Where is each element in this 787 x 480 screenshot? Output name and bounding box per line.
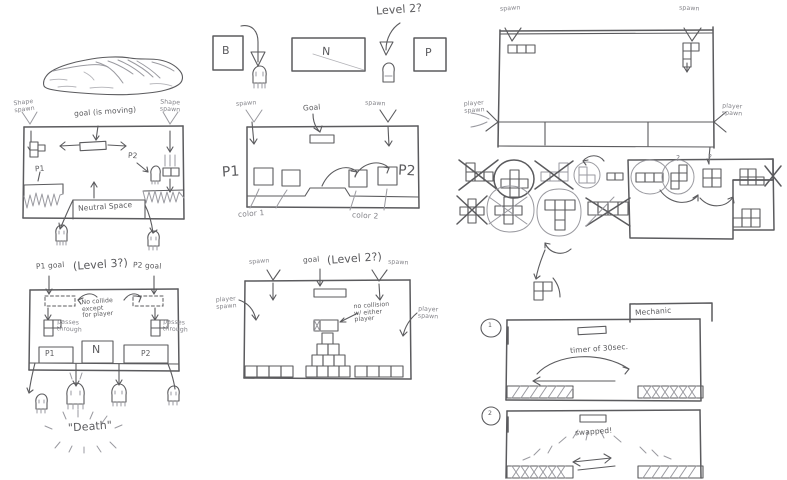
block-types-row [212, 22, 447, 89]
label-box-n: N [321, 44, 331, 59]
label-goal-colors: Goal [302, 102, 321, 113]
rock-terrain-doodle [43, 56, 183, 96]
label-shape-question-2: ? [708, 153, 713, 162]
label-p2-overview: P2 [127, 150, 138, 161]
label-zone-n: N [92, 343, 101, 356]
label-spawn-right-colors: spawn [364, 99, 386, 108]
level3-panel [26, 275, 180, 454]
label-death: "Death" [67, 418, 113, 435]
label-spawn-right-l2: spawn [387, 258, 409, 267]
label-zone-p1: P1 [45, 349, 55, 358]
label-goal-l2: goal [302, 254, 320, 265]
label-shape-question-1: ? [676, 154, 681, 163]
shape-study-panel [456, 155, 782, 254]
label-p2-goal: P2 goal [132, 260, 162, 271]
mechanic-panel [480, 249, 713, 479]
label-zone-p2: P2 [141, 349, 151, 358]
label-p1-colors: P1 [221, 163, 241, 181]
label-color-1: color 1 [237, 208, 265, 219]
label-mechanic-step-2: 2 [488, 410, 493, 417]
colors-level-panel [245, 109, 420, 211]
label-color-2: color 2 [351, 210, 379, 221]
label-p1-overview: P1 [34, 163, 45, 174]
level-overview-panel [21, 111, 185, 251]
label-box-p: P [425, 46, 432, 59]
label-spawn-right-arena: spawn [678, 4, 700, 13]
label-mechanic-step-1: 1 [488, 322, 493, 329]
label-p2-colors: P2 [397, 162, 416, 180]
arena-top-panel [470, 26, 727, 165]
label-box-b: B [222, 44, 230, 57]
level2-panel [238, 268, 418, 380]
